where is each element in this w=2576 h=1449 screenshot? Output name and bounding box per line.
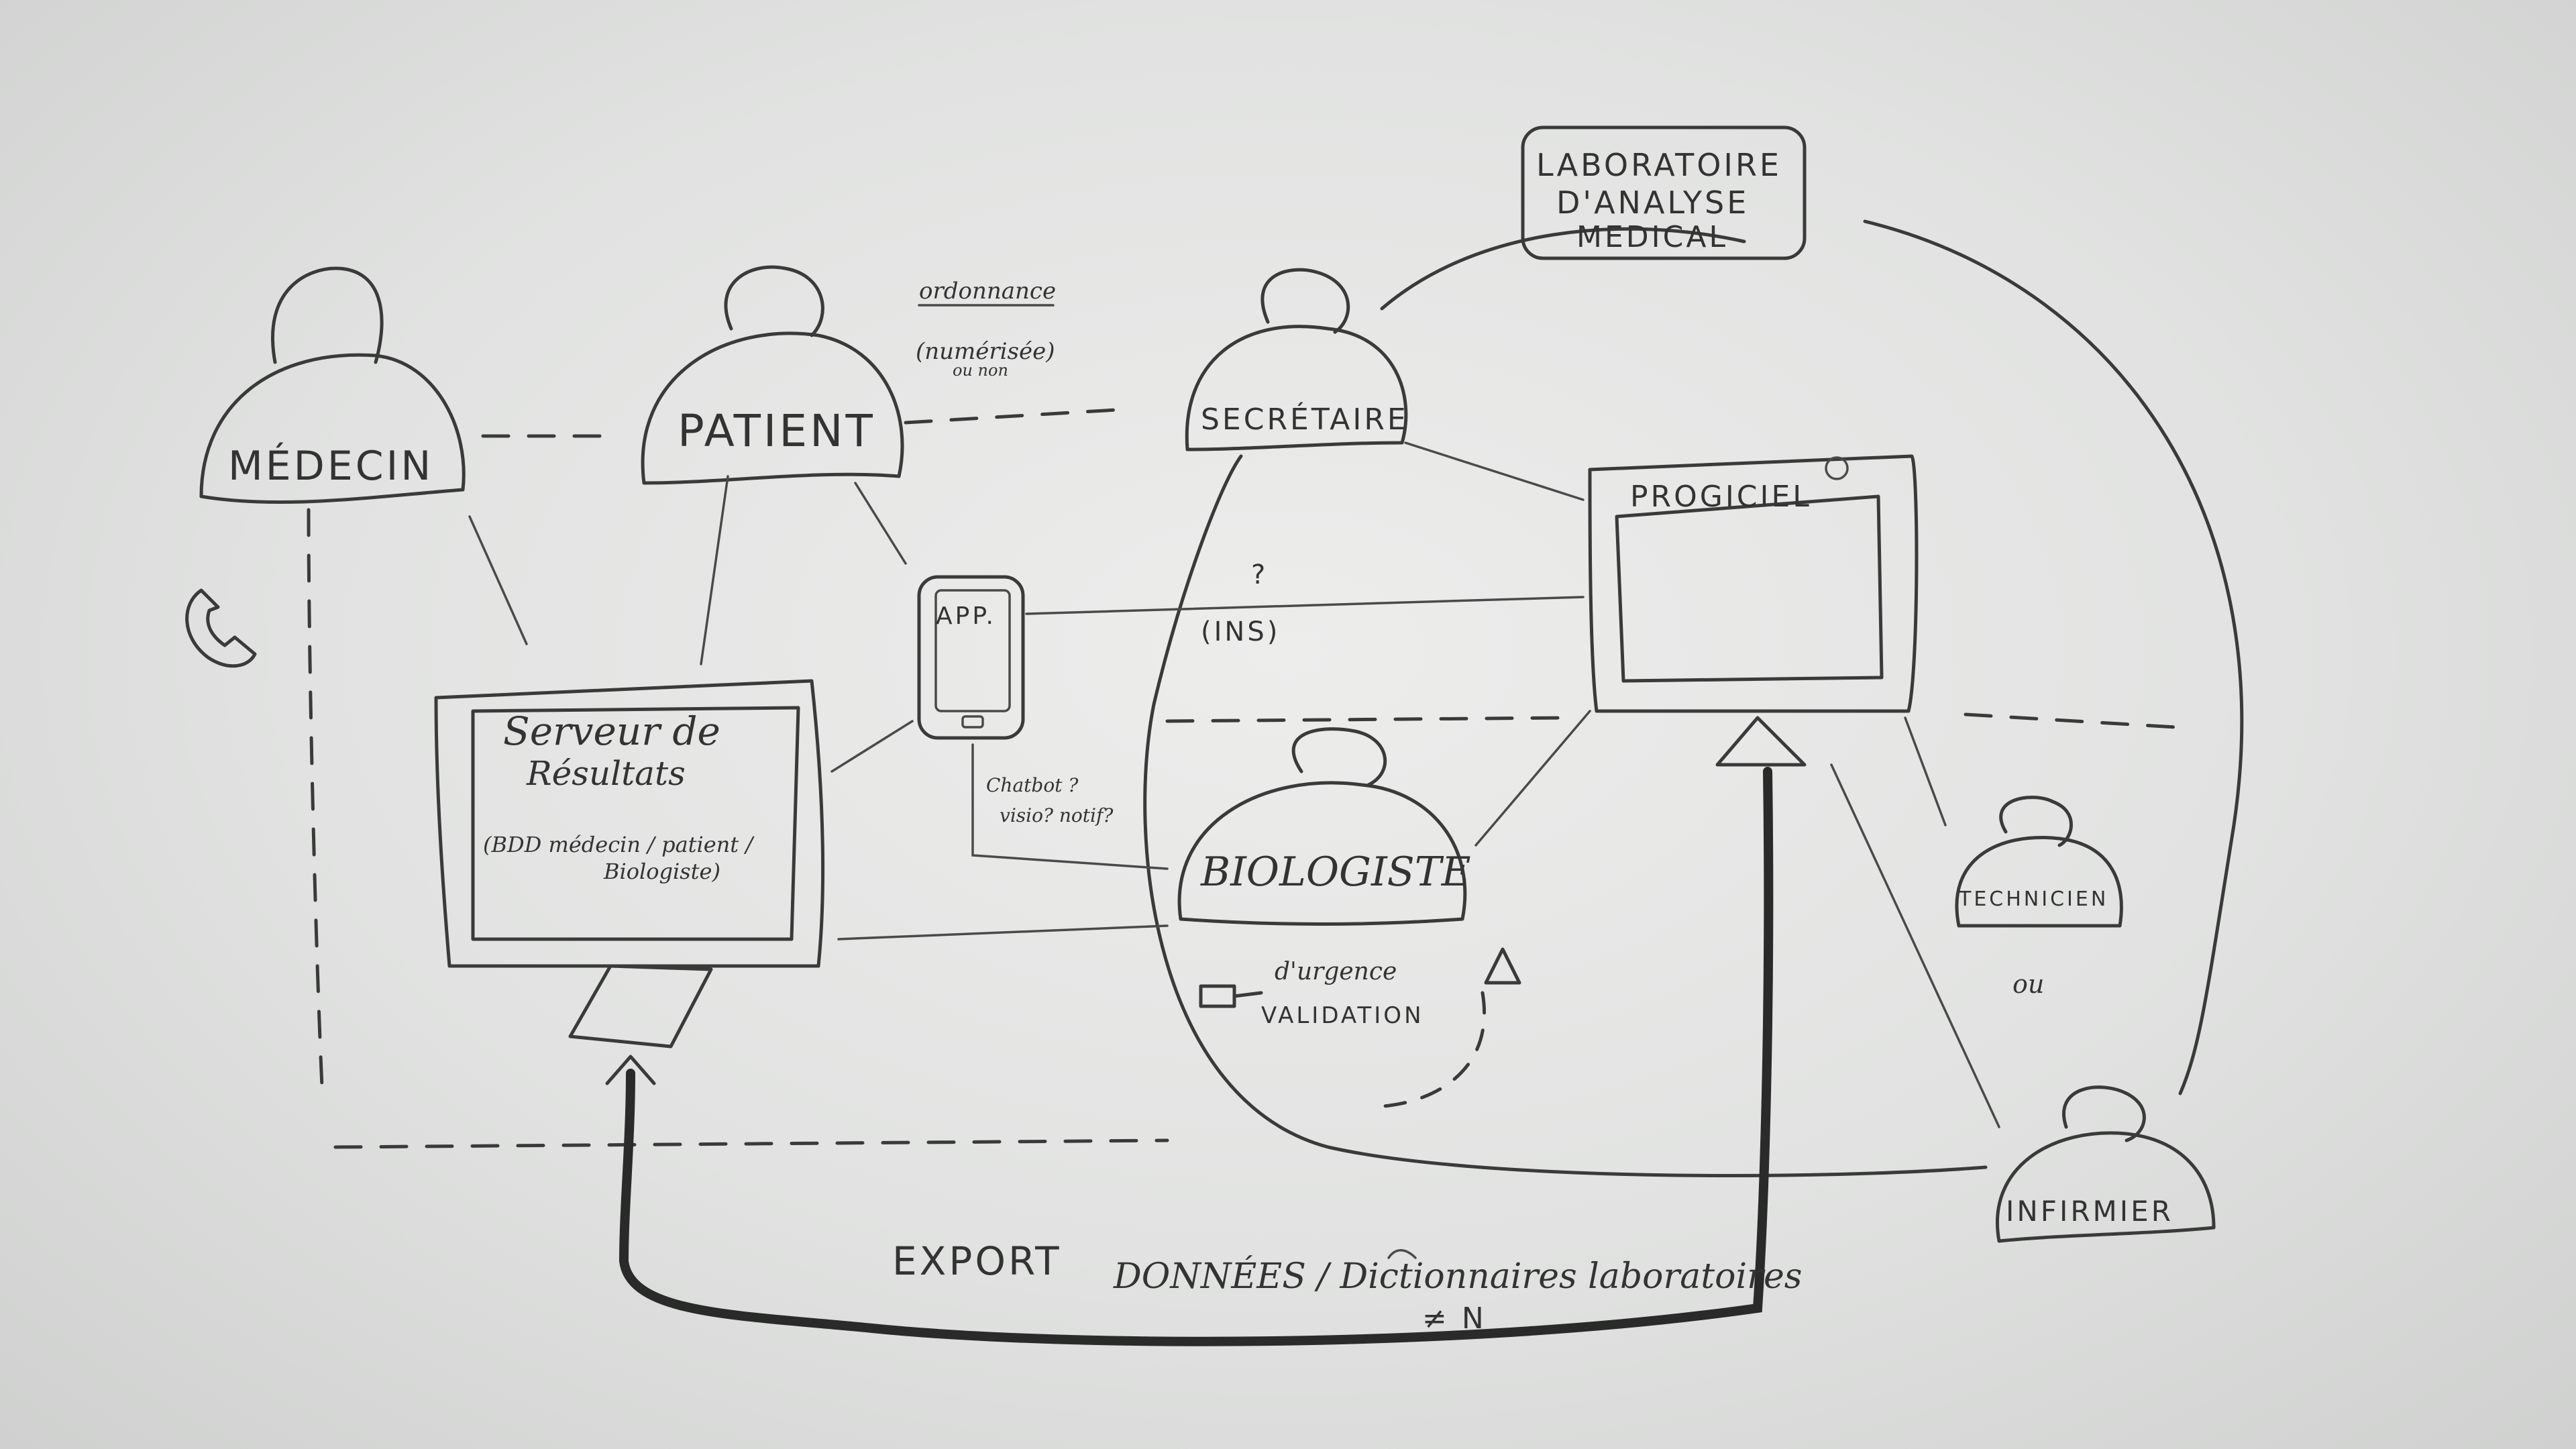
- patient-secretaire-link: [904, 407, 1129, 425]
- biologiste-label: BIOLOGISTE: [1200, 849, 1471, 896]
- patient-label: PATIENT: [678, 405, 875, 457]
- app-progiciel-link: [1025, 596, 1585, 615]
- progiciel-label: PROGICIEL: [1630, 480, 1812, 514]
- infirmier-label: INFIRMIER: [2006, 1195, 2174, 1228]
- lab-title-line2: D'ANALYSE: [1556, 184, 1749, 221]
- patient-serveur-link: [700, 475, 729, 665]
- or-label: ou: [2012, 969, 2044, 999]
- export-note-label: ≠ N: [1422, 1301, 1487, 1336]
- export-pipe: [619, 767, 1774, 1346]
- app-label: APP.: [936, 602, 996, 630]
- progiciel-technicien-link: [1904, 716, 1947, 826]
- warning-icon: [1484, 947, 1521, 985]
- lab-title-line1: LABORATOIRE: [1536, 147, 1782, 183]
- connections: [307, 304, 2189, 1346]
- validation-label: VALIDATION: [1261, 1002, 1424, 1029]
- patient-actor: PATIENT: [641, 265, 904, 485]
- serveur-sub-line1: (BDD médecin / patient /: [483, 832, 755, 857]
- progiciel-infirmier-link: [1830, 763, 2000, 1128]
- visio-label: visio? notif?: [1000, 804, 1114, 826]
- secretaire-progiciel-link: [1404, 441, 1585, 501]
- serveur-monitor: Serveur de Résultats (BDD médecin / pati…: [434, 679, 825, 1049]
- medecin-serveur-link: [468, 515, 528, 645]
- export-data-label: DONNÉES / Dictionnaires laboratoires: [1113, 1255, 1802, 1297]
- export-arrowhead: [605, 1055, 656, 1085]
- lab-title-box: LABORATOIRE D'ANALYSE MEDICAL: [1521, 125, 1807, 260]
- technicien-actor: TECHNICIEN: [1955, 796, 2123, 928]
- lab-dashed-link: [1165, 716, 1565, 723]
- medecin-label: MÉDECIN: [228, 441, 433, 490]
- question-label: ?: [1251, 559, 1268, 590]
- infirmier-actor: INFIRMIER: [1996, 1085, 2216, 1243]
- secretaire-label: SECRÉTAIRE: [1201, 401, 1409, 437]
- serveur-title-line2: Résultats: [526, 754, 686, 793]
- app-device: APP.: [917, 575, 1025, 740]
- technicien-label: TECHNICIEN: [1958, 888, 2108, 911]
- progiciel-monitor: PROGICIEL: [1588, 454, 1919, 767]
- biologiste-actor: BIOLOGISTE: [1177, 727, 1471, 926]
- urgence-label: d'urgence: [1275, 958, 1397, 985]
- ins-label: (INS): [1201, 616, 1280, 647]
- app-biologiste-link: [971, 743, 1169, 870]
- envelope-icon: [1199, 984, 1263, 1008]
- lab-boundary: [1143, 219, 2244, 1177]
- lab-title-line3: MEDICAL: [1576, 220, 1728, 254]
- lab-dashed-link-right: [1964, 712, 2189, 730]
- progiciel-biologiste-link: [1474, 710, 1591, 847]
- phone-icon: [185, 588, 257, 668]
- chatbot-label: Chatbot ?: [986, 774, 1079, 796]
- serveur-title-line1: Serveur de: [503, 708, 720, 754]
- bottom-dashed-link: [333, 1138, 1169, 1149]
- ou-non-label: ou non: [953, 361, 1008, 380]
- export-label: EXPORT: [892, 1238, 1062, 1284]
- urgence-dashed-curve: [1366, 991, 1486, 1109]
- medecin-dashed-link: [307, 508, 324, 1089]
- tilde-mark: [1387, 1249, 1417, 1259]
- ordonnance-label: ordonnance: [919, 278, 1056, 305]
- patient-app-link: [854, 482, 907, 565]
- secretaire-actor: SECRÉTAIRE: [1185, 268, 1409, 451]
- medecin-actor: MÉDECIN: [199, 266, 466, 504]
- numerisee-label: (numérisée): [916, 338, 1055, 365]
- app-serveur-link: [830, 720, 914, 773]
- serveur-biologiste-link: [837, 924, 1169, 941]
- serveur-sub-line2: Biologiste): [603, 859, 720, 884]
